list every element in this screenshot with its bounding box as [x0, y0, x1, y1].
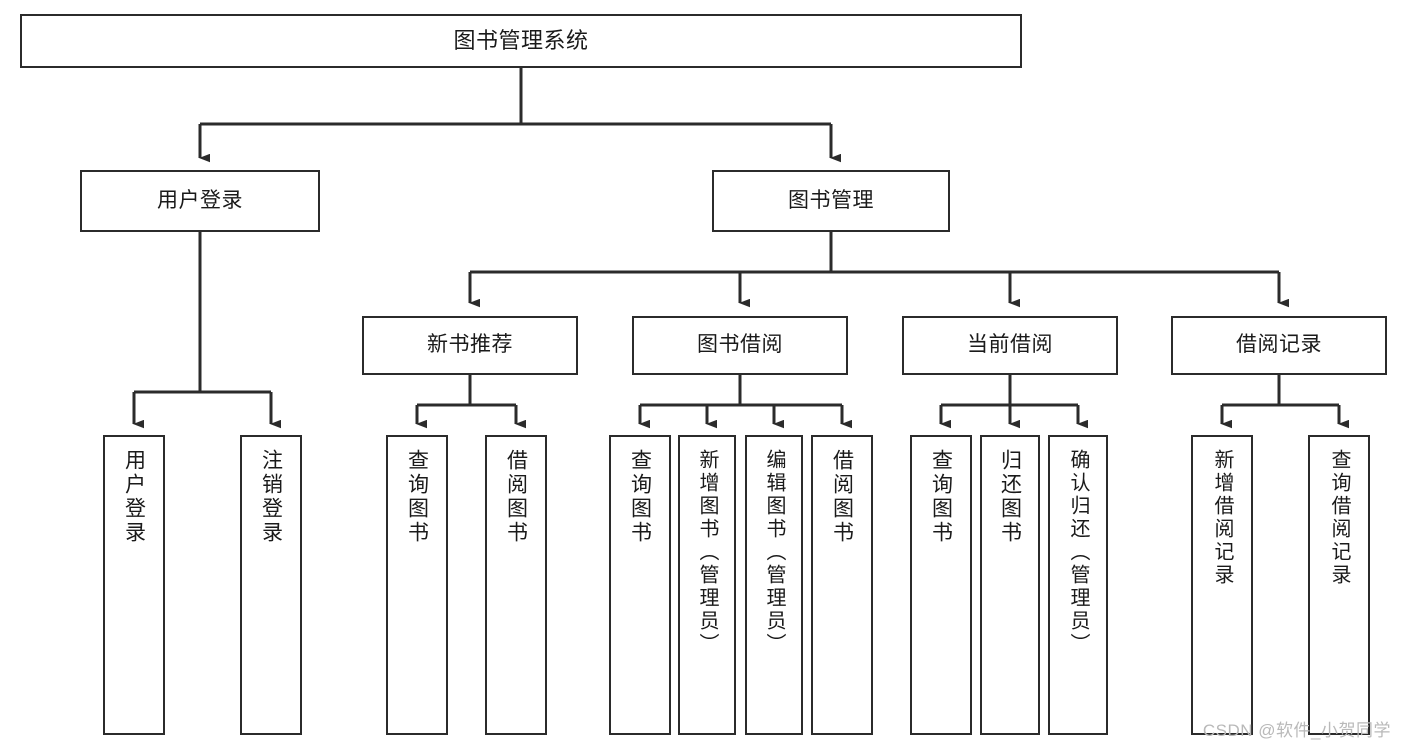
node-label: 确认归还（管理员）	[1067, 449, 1089, 656]
leaf-logout-login[interactable]: 注销登录	[240, 435, 302, 735]
node-label: 编辑图书（管理员）	[763, 449, 785, 656]
node-label: 查询借阅记录	[1328, 449, 1350, 587]
node-label: 图书管理系统	[453, 28, 589, 54]
leaf-query-record[interactable]: 查询借阅记录	[1308, 435, 1370, 735]
node-label: 用户登录	[157, 188, 243, 212]
leaf-add-book[interactable]: 新增图书（管理员）	[678, 435, 736, 735]
leaf-query-book-3[interactable]: 查询图书	[910, 435, 972, 735]
csdn-watermark: CSDN @软件_小贺同学	[1202, 721, 1391, 740]
leaf-add-record[interactable]: 新增借阅记录	[1191, 435, 1253, 735]
node-label: 查询图书	[628, 449, 652, 545]
node-label: 查询图书	[405, 449, 429, 545]
node-label: 借阅图书	[504, 449, 528, 545]
leaf-borrow-book-1[interactable]: 借阅图书	[485, 435, 547, 735]
node-label: 借阅图书	[830, 449, 854, 545]
node-borrow-record[interactable]: 借阅记录	[1171, 316, 1387, 375]
node-label: 图书借阅	[697, 333, 783, 357]
leaf-edit-book[interactable]: 编辑图书（管理员）	[745, 435, 803, 735]
leaf-query-book-2[interactable]: 查询图书	[609, 435, 671, 735]
node-label: 图书管理	[788, 188, 874, 212]
node-book-manage[interactable]: 图书管理	[712, 170, 950, 232]
node-label: 注销登录	[259, 449, 283, 545]
node-label: 借阅记录	[1236, 333, 1322, 357]
node-label: 新书推荐	[427, 333, 513, 357]
node-new-book-recommend[interactable]: 新书推荐	[362, 316, 578, 375]
leaf-query-book-1[interactable]: 查询图书	[386, 435, 448, 735]
node-label: 新增图书（管理员）	[696, 449, 718, 656]
node-label: 新增借阅记录	[1211, 449, 1233, 587]
node-book-borrow[interactable]: 图书借阅	[632, 316, 848, 375]
leaf-borrow-book-2[interactable]: 借阅图书	[811, 435, 873, 735]
node-label: 用户登录	[122, 449, 146, 545]
leaf-confirm-return[interactable]: 确认归还（管理员）	[1048, 435, 1108, 735]
node-label: 当前借阅	[967, 333, 1053, 357]
leaf-return-book[interactable]: 归还图书	[980, 435, 1040, 735]
node-user-login[interactable]: 用户登录	[80, 170, 320, 232]
node-root-system[interactable]: 图书管理系统	[20, 14, 1022, 68]
node-label: 查询图书	[929, 449, 953, 545]
leaf-user-login[interactable]: 用户登录	[103, 435, 165, 735]
node-label: 归还图书	[998, 449, 1022, 545]
node-current-borrow[interactable]: 当前借阅	[902, 316, 1118, 375]
